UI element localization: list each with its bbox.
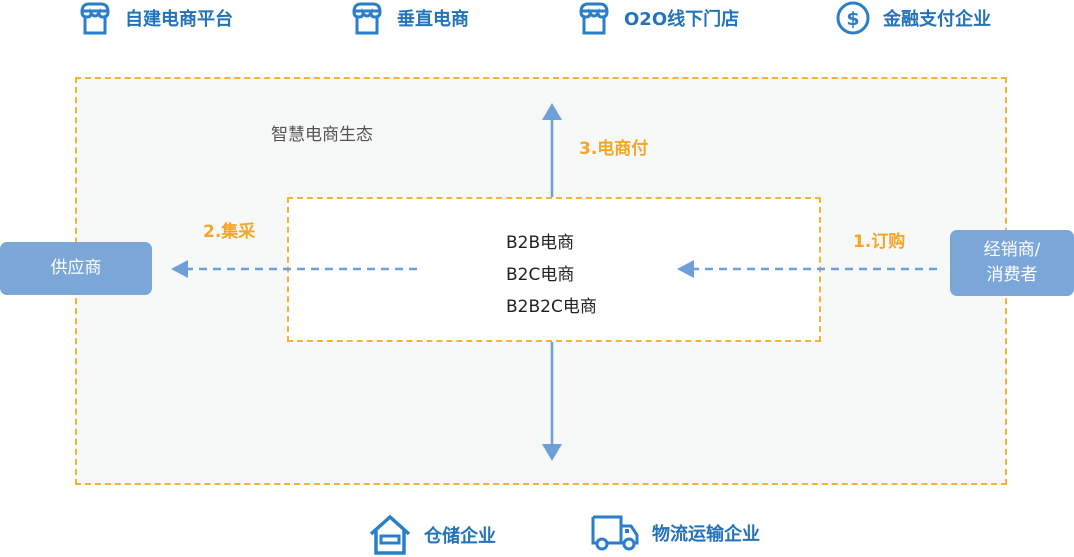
supplier-label: 供应商 [50, 258, 102, 278]
bottom-item-logistics: 物流运输企业 [590, 513, 760, 553]
core-b2b2c: B2B2C电商 [506, 297, 597, 317]
ecosystem-label: 智慧电商生态 [271, 125, 373, 145]
core-b2b: B2B电商 [506, 233, 575, 253]
dealer-consumer-node: 经销商/消费者 [950, 230, 1074, 296]
top-item-financial-payment: $ 金融支付企业 [835, 0, 991, 36]
step-order-label: 1.订购 [853, 232, 906, 252]
dealer-label: 经销商/ [983, 240, 1041, 260]
arrow-pay-up [542, 103, 562, 197]
arrow-purchase [171, 260, 417, 278]
arrow-down [542, 342, 562, 461]
svg-text:$: $ [846, 8, 859, 30]
step-purchase-label: 2.集采 [203, 222, 256, 242]
truck-icon [591, 515, 639, 551]
supplier-node: 供应商 [0, 242, 152, 295]
dollar-icon: $ [836, 1, 870, 35]
warehouse-icon [369, 514, 411, 555]
step-pay-label: 3.电商付 [579, 139, 649, 159]
store-icon [579, 2, 609, 35]
arrow-order [677, 260, 937, 278]
top-item-self-built-platform: 自建电商平台 [77, 0, 233, 36]
store-icon [80, 2, 110, 35]
consumer-label: 消费者 [986, 265, 1038, 285]
top-item-o2o-store: O2O线下门店 [576, 0, 739, 36]
store-icon [352, 2, 382, 35]
top-item-vertical-ecommerce: 垂直电商 [349, 0, 469, 36]
bottom-item-warehouse: 仓储企业 [368, 513, 496, 557]
core-b2c: B2C电商 [506, 265, 575, 285]
